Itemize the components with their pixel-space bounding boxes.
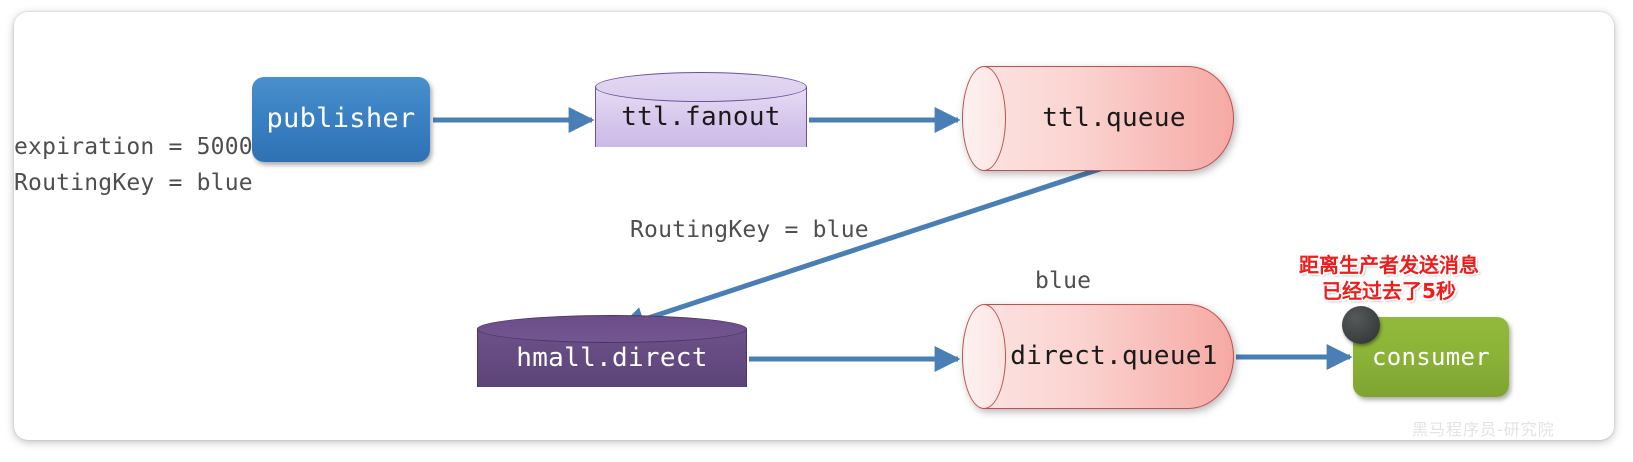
node-ttl-queue[interactable]: ttl.queue	[962, 66, 1234, 171]
node-direct-queue1[interactable]: direct.queue1	[962, 304, 1234, 409]
routingkey-publisher-label: RoutingKey = blue	[14, 170, 253, 196]
diagram-card: expiration = 5000 RoutingKey = blue publ…	[14, 12, 1614, 440]
node-publisher-label: publisher	[266, 103, 416, 134]
binding-key-blue-label: blue	[1035, 268, 1092, 294]
node-consumer[interactable]: consumer	[1342, 306, 1509, 397]
queue-end-cap	[962, 66, 1006, 171]
watermark: 黑马程序员-研究院	[1412, 420, 1555, 439]
timing-annotation: 距离生产者发送消息 已经过去了5秒	[1299, 253, 1479, 304]
edge-ttl-queue-to-hmall-direct	[618, 164, 1107, 333]
node-consumer-label: consumer	[1372, 343, 1490, 371]
queue-body	[984, 66, 1234, 171]
node-ttl-fanout[interactable]: ttl.fanout	[595, 72, 807, 162]
node-publisher[interactable]: publisher	[252, 77, 430, 162]
cylinder-top	[595, 72, 807, 102]
node-direct-queue1-label: direct.queue1	[1010, 341, 1218, 371]
node-ttl-fanout-label: ttl.fanout	[621, 102, 781, 132]
node-ttl-queue-label: ttl.queue	[1042, 103, 1186, 133]
queue-body	[984, 304, 1234, 409]
node-hmall-direct-label: hmall.direct	[516, 343, 708, 373]
consumer-status-dot-icon	[1342, 306, 1380, 344]
expiration-label: expiration = 5000	[14, 134, 253, 160]
node-hmall-direct[interactable]: hmall.direct	[477, 315, 747, 403]
cylinder-top	[477, 315, 747, 343]
routingkey-deadletter-label: RoutingKey = blue	[630, 217, 869, 243]
